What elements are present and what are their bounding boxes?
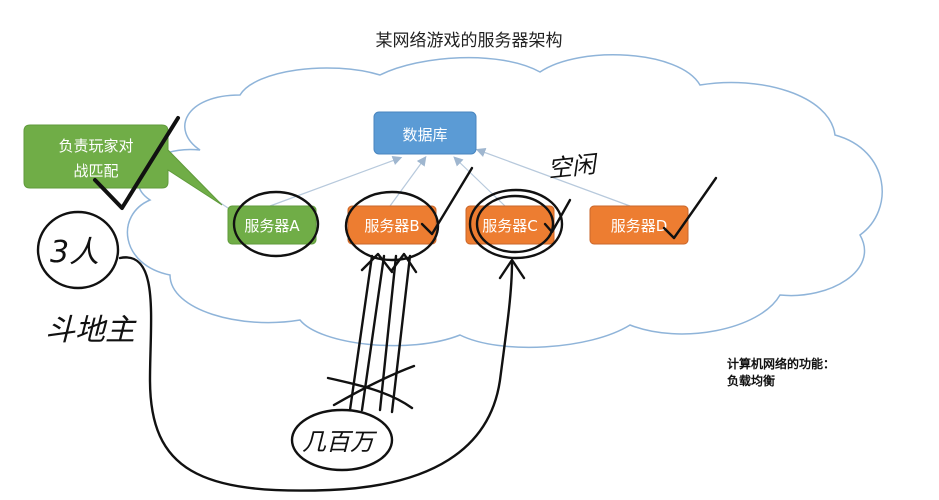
check-mark-icon xyxy=(93,116,180,210)
user-lines-arrow-b2 xyxy=(390,252,418,274)
database-node: 数据库 xyxy=(373,111,477,155)
circle-server-c xyxy=(468,188,564,260)
svg-text:服务器B: 服务器B xyxy=(364,217,419,235)
matchmaking-callout: 负责玩家对 战匹配 xyxy=(23,124,223,206)
svg-text:服务器D: 服务器D xyxy=(611,217,668,235)
check-c-icon xyxy=(543,198,572,234)
check-d-icon xyxy=(662,176,718,240)
connector-a-db xyxy=(269,155,403,207)
handwritten-idle: 空闲 xyxy=(546,150,600,183)
handwritten-hundreds: 几百万 xyxy=(302,428,378,456)
check-b-icon xyxy=(420,166,474,236)
svg-text:计算机网络的功能：: 计算机网络的功能： xyxy=(727,356,835,371)
circle-server-a xyxy=(232,190,320,258)
handwritten-landlord: 斗地主 xyxy=(45,313,137,348)
svg-text:负载均衡: 负载均衡 xyxy=(727,373,775,388)
server-b-node: 服务器B xyxy=(347,205,437,245)
circle-server-c-inner xyxy=(475,194,555,254)
svg-text:服务器A: 服务器A xyxy=(244,217,300,235)
svg-text:负责玩家对: 负责玩家对 xyxy=(58,137,133,155)
handwritten-three-people: 3人 xyxy=(50,235,99,270)
connector-c-db xyxy=(453,156,506,207)
server-a-node: 服务器A xyxy=(227,205,317,245)
user-lines-2 xyxy=(360,254,386,412)
handwritten-annotations: 空闲 3人 斗地主 几百万 xyxy=(36,116,718,492)
cross-out-1 xyxy=(326,376,414,410)
circle-hundreds xyxy=(290,408,394,472)
connector-b-db xyxy=(389,156,427,207)
svg-text:战匹配: 战匹配 xyxy=(73,162,118,180)
cloud-shape xyxy=(126,54,883,349)
cross-out-2 xyxy=(332,364,416,407)
function-note: 计算机网络的功能： 负载均衡 xyxy=(727,356,835,388)
user-lines-4 xyxy=(390,254,412,414)
user-lines-3 xyxy=(378,254,398,412)
server-c-node: 服务器C xyxy=(465,205,555,245)
connector-d-db xyxy=(475,147,631,207)
user-lines-arrow-b xyxy=(360,252,394,274)
diagram-title: 某网络游戏的服务器架构 xyxy=(376,31,563,51)
loop-arrow-head xyxy=(498,258,526,280)
server-d-node: 服务器D xyxy=(589,205,689,245)
svg-text:数据库: 数据库 xyxy=(402,126,447,144)
circle-three-people xyxy=(36,210,120,290)
loop-arrow-line xyxy=(118,256,514,492)
svg-text:服务器C: 服务器C xyxy=(482,217,537,235)
